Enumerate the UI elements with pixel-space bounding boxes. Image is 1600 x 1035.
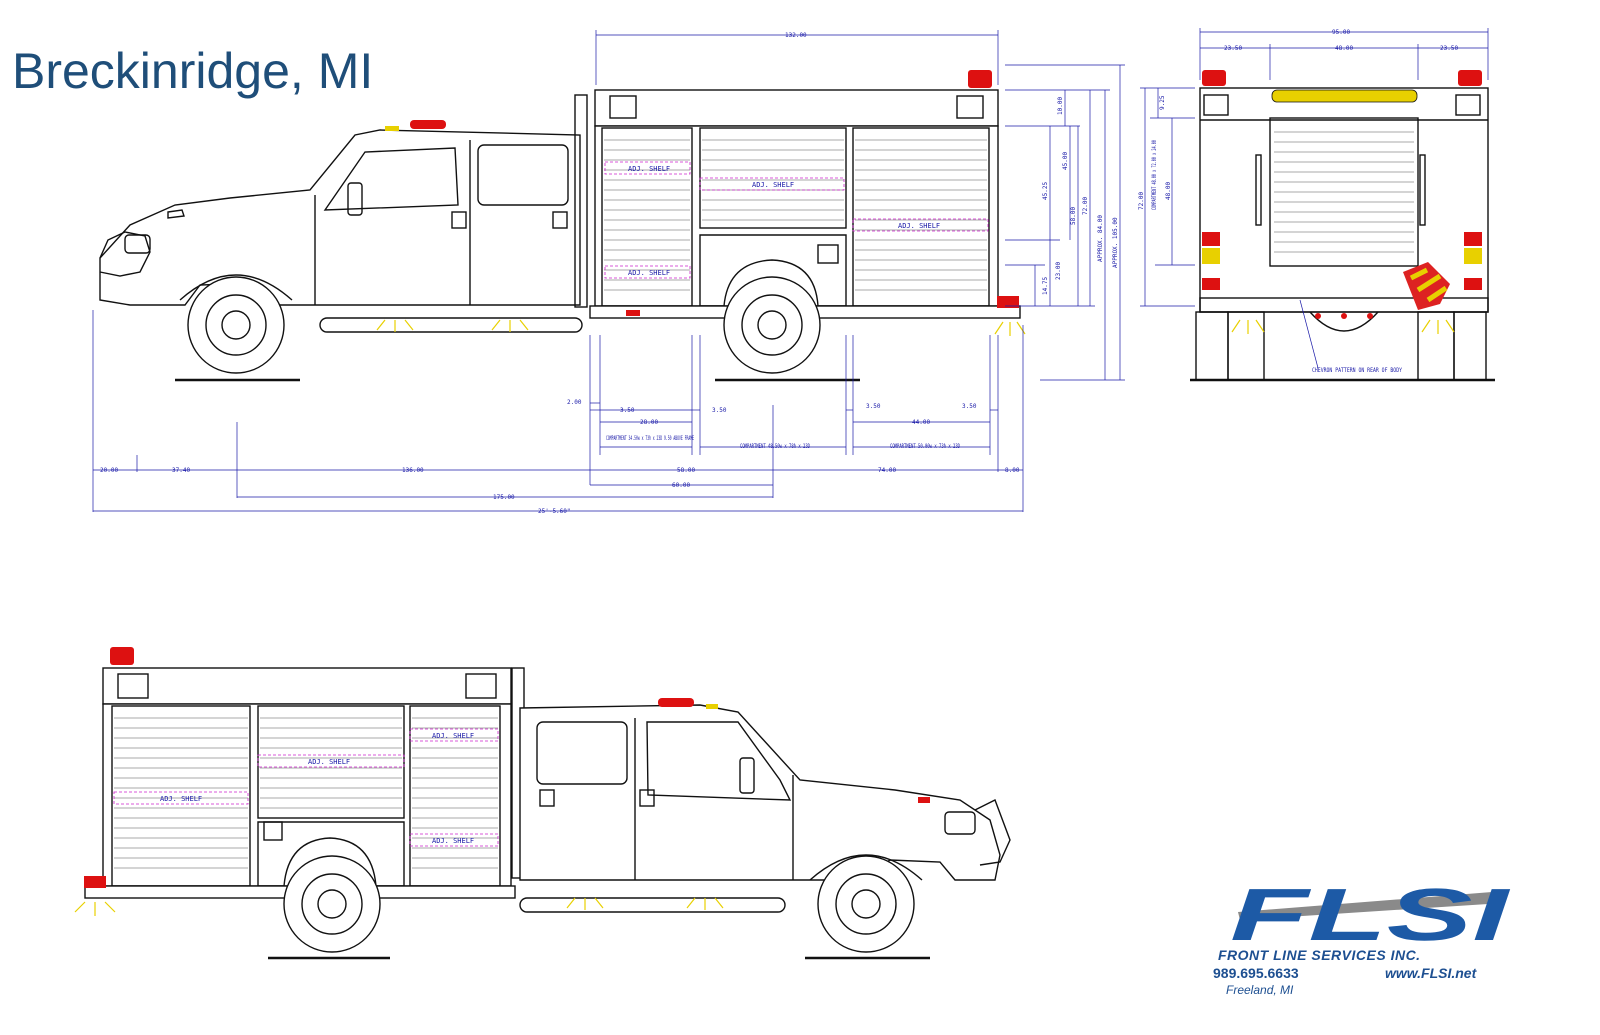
- bottom-dim-5: 60.00: [672, 482, 690, 489]
- logo-swoosh: [1238, 892, 1492, 920]
- shelf-label: ADJ. SHELF: [628, 269, 670, 277]
- shelf-label: ADJ. SHELF: [432, 732, 474, 740]
- logo-wordmark: FLSI: [1230, 878, 1510, 956]
- height-dim-8: APPROX. 84.00: [1097, 215, 1104, 262]
- side-view-passenger-shelves: ADJ. SHELF ADJ. SHELF ADJ. SHELF ADJ. SH…: [113, 728, 499, 847]
- flsi-logo: FLSI: [1230, 878, 1510, 956]
- bottom-dim-1: 20.00: [100, 467, 118, 474]
- lower-dim-3: 28.00: [640, 419, 658, 426]
- rear-note: CHEVRON PATTERN ON REAR OF BODY: [1312, 367, 1402, 374]
- rear-right-dim: 23.50: [1440, 45, 1458, 52]
- height-dim-9: APPROX. 105.00: [1112, 217, 1119, 268]
- side-height-dimensions: [1005, 64, 1125, 381]
- shelf-label: ADJ. SHELF: [628, 165, 670, 173]
- shelf-label: ADJ. SHELF: [898, 222, 940, 230]
- side-view-driver: [99, 89, 1021, 382]
- lower-dim-1: 2.00: [567, 399, 582, 406]
- company-phone: 989.695.6633: [1213, 965, 1299, 981]
- side-view-shelves: ADJ. SHELF ADJ. SHELF ADJ. SHELF ADJ. SH…: [604, 161, 989, 279]
- side-view-passenger: [84, 667, 1011, 960]
- shelf-label: ADJ. SHELF: [308, 758, 350, 766]
- height-dim-3: 45.00: [1062, 152, 1069, 170]
- rear-center-dim: 48.00: [1335, 45, 1353, 52]
- company-location: Freeland, MI: [1226, 983, 1294, 997]
- rear-height-dim-4: 48.00: [1165, 182, 1172, 200]
- height-dim-4: 23.00: [1055, 262, 1062, 280]
- bottom-dim-3: 136.00: [402, 467, 424, 474]
- lower-dim-6: 44.00: [912, 419, 930, 426]
- bottom-dim-6: 74.00: [878, 467, 896, 474]
- shelf-label: ADJ. SHELF: [160, 795, 202, 803]
- rear-height-dim-1: 9.25: [1159, 95, 1166, 110]
- compartment-3: COMPARTMENT 50.00w x 73h x 23D: [890, 443, 960, 450]
- shelf-label: ADJ. SHELF: [432, 837, 474, 845]
- height-dim-5: 14.75: [1042, 277, 1049, 295]
- warning-lights: [376, 70, 1026, 336]
- company-website[interactable]: www.FLSI.net: [1385, 965, 1477, 981]
- rear-view: [1190, 87, 1495, 382]
- company-name: FRONT LINE SERVICES INC.: [1218, 947, 1421, 963]
- rear-height-dim-2: 72.00: [1138, 192, 1145, 210]
- side-view-passenger-roll-doors: [114, 717, 498, 869]
- rear-dimensions: [1140, 28, 1489, 369]
- lower-dim-2: 3.50: [620, 407, 635, 414]
- page-title: Breckinridge, MI: [12, 43, 374, 99]
- bottom-dim-2: 37.40: [172, 467, 190, 474]
- height-dim-7: 72.00: [1082, 197, 1089, 215]
- rear-overall-dim: 95.00: [1332, 29, 1350, 36]
- lower-dim-4: 3.50: [712, 407, 727, 414]
- compartment-2: COMPARTMENT 48.50w x 78h x 23D: [740, 443, 810, 450]
- rear-left-dim: 23.50: [1224, 45, 1242, 52]
- lower-dim-7: 3.50: [962, 403, 977, 410]
- overall-body-dimension: 132.00: [785, 32, 807, 39]
- bottom-dim-8: 175.00: [493, 494, 515, 501]
- height-dim-1: 10.00: [1057, 97, 1064, 115]
- bottom-dim-7: 8.00: [1005, 467, 1020, 474]
- lower-dim-5: 3.50: [866, 403, 881, 410]
- compartment-1: COMPARTMENT 34.50w x 73h x 23D 9.50 ABOV…: [606, 435, 694, 442]
- side-top-dimension: [595, 30, 999, 85]
- side-view-passenger-lights: [74, 647, 930, 916]
- shelf-label: ADJ. SHELF: [752, 181, 794, 189]
- bottom-dim-9: 25'-5.60": [538, 508, 571, 515]
- height-dim-2: 45.25: [1042, 182, 1049, 200]
- rear-view-lights: [1202, 70, 1482, 334]
- bottom-dim-4: 58.00: [677, 467, 695, 474]
- rear-height-dim-3: COMPARTMENT 48.00 x 72.00 x 24.00: [1151, 140, 1158, 210]
- height-dim-6: 58.00: [1070, 207, 1077, 225]
- bottom-dimensions: [92, 310, 1024, 512]
